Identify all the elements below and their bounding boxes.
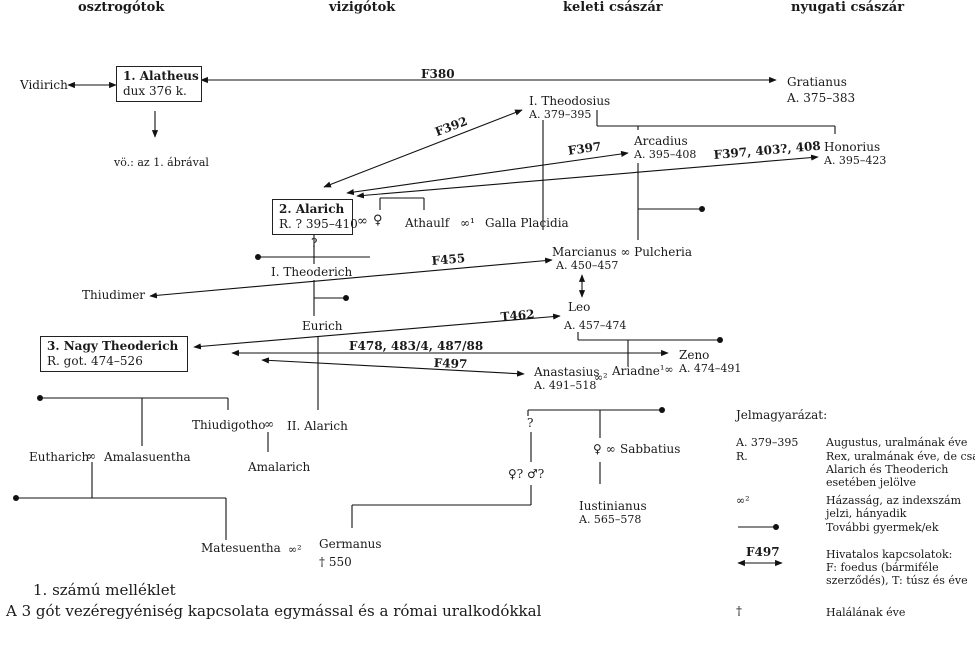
leader-alarich-name: 2. Alarich [279, 202, 345, 216]
legend-desc-death: Halálának éve [826, 606, 906, 619]
anastasius-question: ? [527, 416, 534, 430]
person-galla-placidia: Galla Placidia [485, 216, 569, 230]
leader-alarich-box: 2. Alarich R. ? 395–410 [272, 199, 358, 235]
alarich-marriage-symbol: ∞ [357, 214, 368, 229]
person-arcadius-reign: A. 395–408 [634, 148, 697, 161]
f397-arrow [346, 150, 629, 196]
ariadne-marriage-symbol: ¹∞ [660, 363, 674, 376]
legend-desc-rex-2: Alarich és Theoderich [826, 463, 949, 476]
legend-desc-marriage-2: jelzi, hányadik [826, 507, 907, 520]
person-honorius: Honorius [824, 140, 881, 154]
person-arcadius: Arcadius [634, 134, 688, 148]
person-theodosius: I. Theodosius [529, 94, 611, 108]
person-anastasius-reign: A. 491–518 [534, 379, 597, 392]
person-theoderich-i: I. Theoderich [271, 265, 353, 279]
person-sabbatius: Sabbatius [620, 442, 681, 456]
header-visigoths: vizigótok [329, 0, 396, 15]
legend-desc-marriage-1: Házasság, az indexszám [826, 494, 962, 507]
person-gratianus: Gratianus [787, 75, 847, 89]
f392-arrow [323, 109, 523, 188]
leader-alarich-detail: R. ? 395–410 [279, 217, 358, 231]
person-thiudigotho: Thiudigotho [192, 418, 266, 432]
eutharich-marriage-symbol: ∞ [86, 449, 96, 463]
caption-subtitle: A 3 gót vezéregyéniség kapcsolata egymás… [6, 602, 542, 620]
person-leo-reign: A. 457–474 [564, 319, 627, 332]
leader-alatheus-detail: dux 376 k. [123, 84, 187, 98]
leader-theoderich-name: 3. Nagy Theoderich [47, 339, 179, 353]
leader-theoderich-box: 3. Nagy Theoderich R. got. 474–526 [40, 336, 188, 372]
legend-desc-relation-1: Hivatalos kapcsolatok: [826, 548, 953, 561]
person-amalarich: Amalarich [248, 460, 311, 474]
person-eutharich: Eutharich [29, 450, 90, 464]
person-iustinianus: Iustinianus [579, 499, 647, 513]
person-vidirich: Vidirich [20, 78, 68, 92]
alarich-question: ? [311, 236, 318, 250]
legend-desc-relation-3: szerződés), T: túsz és éve [826, 574, 968, 587]
legend-key-relation: F497 [746, 545, 780, 559]
legend-desc-augustus: Augustus, uralmának éve [826, 436, 968, 449]
legend-key-marriage: ∞² [736, 494, 750, 507]
person-marcianus-reign: A. 450–457 [556, 259, 619, 272]
t462-arrow [193, 313, 561, 350]
athaulf-marriage-symbol: ∞¹ [460, 216, 475, 230]
matesuentha-marriage-symbol: ∞² [288, 543, 302, 556]
person-alarich-ii: II. Alarich [287, 419, 348, 433]
header-ostrogoths: osztrogótok [78, 0, 165, 15]
sabbatius-female-symbol: ♀ ∞ [593, 442, 616, 456]
relation-f380: F380 [421, 67, 455, 81]
person-zeno-reign: A. 474–491 [679, 362, 742, 375]
person-zeno: Zeno [679, 348, 710, 362]
note-see-figure: vö.: az 1. ábrával [114, 156, 209, 169]
person-marcianus-pulcheria: Marcianus ∞ Pulcheria [552, 245, 693, 259]
f455-arrow [149, 257, 553, 299]
person-ariadne: Ariadne [612, 364, 660, 378]
person-germanus: Germanus [319, 537, 382, 551]
person-theodosius-reign: A. 379–395 [529, 108, 592, 121]
legend-key-death: † [736, 604, 742, 618]
person-gratianus-reign: A. 375–383 [787, 91, 856, 105]
header-eastern-emperor: keleti császár [563, 0, 663, 15]
legend-desc-rex-1: Rex, uralmának éve, de csak [826, 450, 975, 463]
person-anastasius: Anastasius [534, 365, 600, 379]
leader-alatheus-box: 1. Alatheus dux 376 k. [116, 66, 202, 102]
person-honorius-reign: A. 395–423 [824, 154, 887, 167]
leader-alatheus-name: 1. Alatheus [123, 69, 199, 83]
relation-t462: T462 [500, 307, 536, 324]
anastasius-marriage-symbol: ∞² [594, 371, 608, 384]
relation-f455: F455 [431, 251, 466, 268]
person-iustinianus-reign: A. 565–578 [579, 513, 642, 526]
header-western-emperor: nyugati császár [791, 0, 905, 15]
legend-desc-relation-2: F: foedus (bármiféle [826, 561, 939, 574]
f397b-arrow [356, 154, 819, 199]
person-amalasuentha: Amalasuentha [104, 450, 191, 464]
relation-f497: F497 [433, 356, 468, 372]
person-leo: Leo [568, 300, 591, 314]
person-germanus-death: † 550 [319, 555, 352, 569]
legend-key-augustus: A. 379–395 [736, 436, 799, 449]
person-matesuentha: Matesuentha [201, 541, 281, 555]
caption-title: 1. számú melléklet [33, 581, 176, 599]
f497-arrow [261, 357, 525, 377]
person-eurich: Eurich [302, 319, 343, 333]
thiudigotho-marriage-symbol: ∞ [264, 417, 274, 431]
legend-key-rex: R. [736, 450, 748, 463]
person-thiudimer: Thiudimer [82, 288, 146, 302]
alarich-female-symbol: ♀ [373, 213, 383, 228]
relation-f478: F478, 483/4, 487/88 [349, 339, 484, 353]
unknown-children: ♀? ♂? [508, 467, 545, 481]
person-athaulf: Athaulf [405, 216, 450, 230]
leader-theoderich-detail: R. got. 474–526 [47, 354, 143, 368]
legend-desc-children: További gyermek/ek [826, 521, 939, 534]
legend-title: Jelmagyarázat: [736, 408, 828, 422]
legend-desc-rex-3: esetében jelölve [826, 476, 917, 489]
